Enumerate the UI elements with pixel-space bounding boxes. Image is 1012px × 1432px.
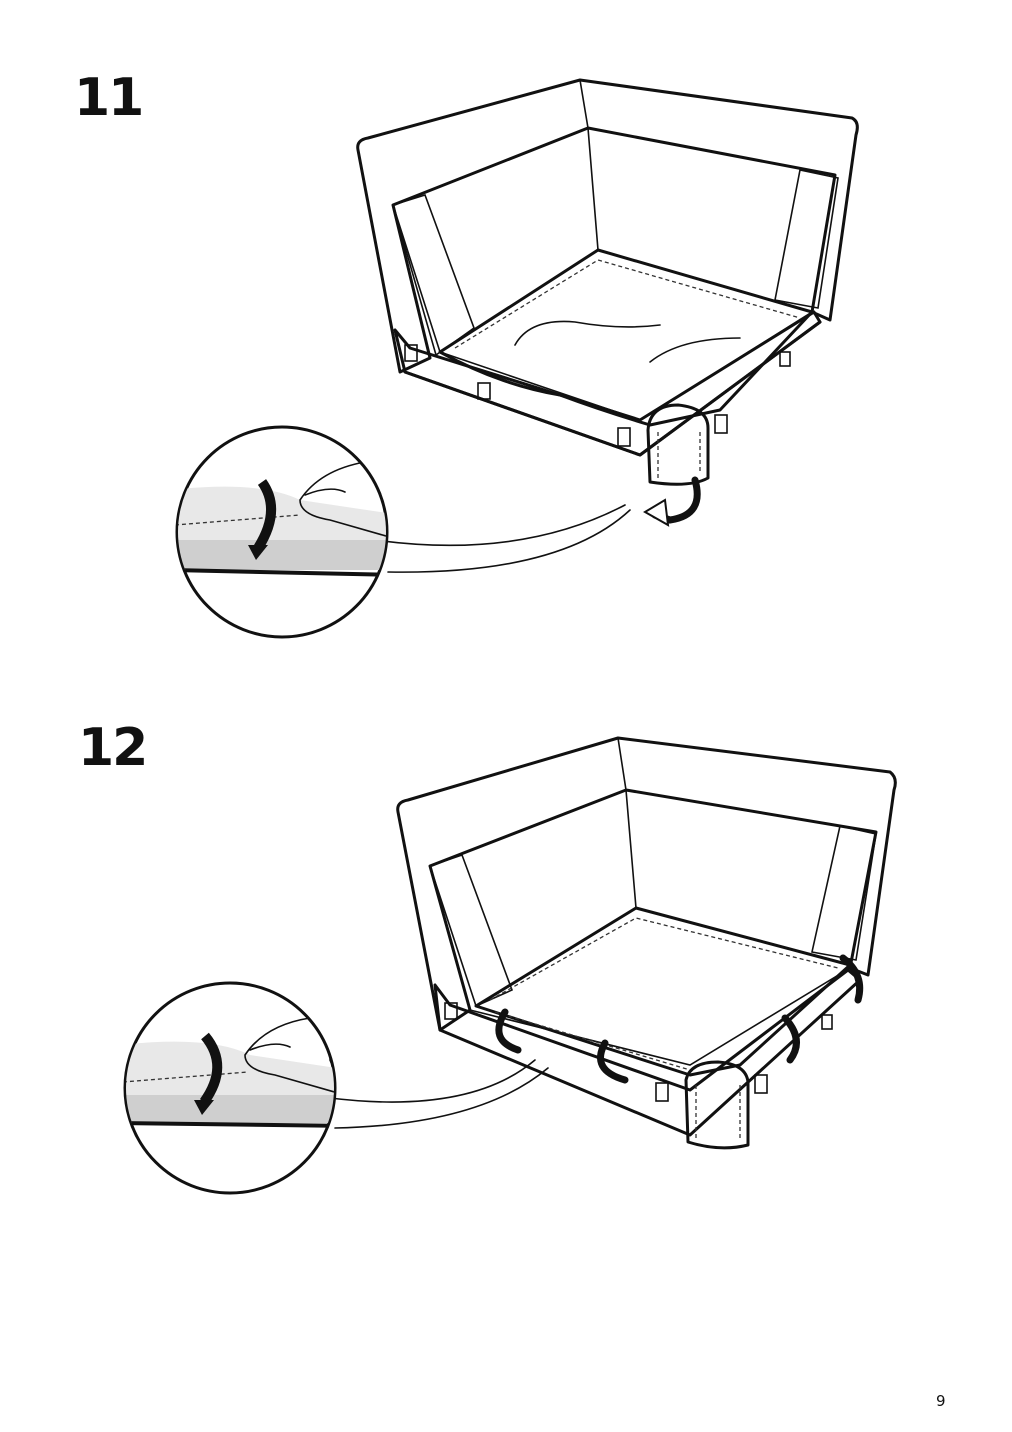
seat-cushion [474, 906, 852, 1077]
step-11-illustration [175, 78, 859, 639]
seat-cushion [438, 248, 814, 427]
detail-zoom-circle [175, 425, 389, 639]
step-12-number: 12 [78, 718, 148, 778]
corner-cap [684, 1060, 750, 1150]
step-12-illustration [123, 736, 897, 1195]
page-number: 9 [936, 1392, 946, 1410]
bracket-icons [404, 344, 791, 447]
tuck-arrow-icons [495, 954, 864, 1084]
step-11-number: 11 [74, 68, 144, 128]
sofa-back-panel [356, 78, 859, 421]
fold-arrow-icon [643, 476, 701, 527]
detail-zoom-circle [123, 981, 337, 1195]
corner-cap [646, 403, 710, 486]
detail-leader-line [374, 504, 631, 573]
bracket-icons [444, 1002, 833, 1102]
detail-leader-line [329, 1059, 549, 1129]
sofa-frame-base [393, 310, 822, 457]
